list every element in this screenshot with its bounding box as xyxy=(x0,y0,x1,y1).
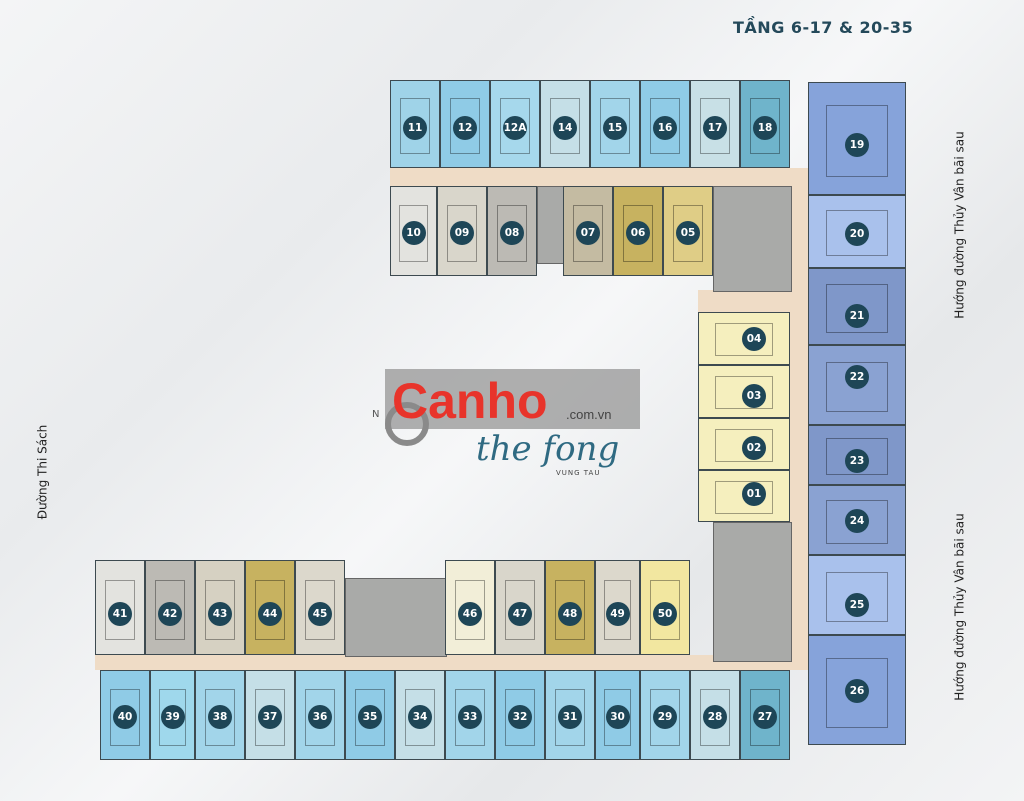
unit-number-badge: 32 xyxy=(508,705,532,729)
corridor-right xyxy=(790,168,808,670)
floor-title: TẦNG 6-17 & 20-35 xyxy=(733,18,914,37)
unit-12a[interactable] xyxy=(490,80,540,168)
watermark-domain: .com.vn xyxy=(566,407,612,422)
unit-number-badge: 03 xyxy=(742,384,766,408)
unit-number-badge: 12 xyxy=(453,116,477,140)
unit-number-badge: 41 xyxy=(108,602,132,626)
unit-number-badge: 22 xyxy=(845,365,869,389)
unit-number-badge: 43 xyxy=(208,602,232,626)
unit-number-badge: 30 xyxy=(605,705,630,729)
unit-number-badge: 09 xyxy=(450,221,474,245)
elevator-core-right xyxy=(713,522,792,662)
unit-number-badge: 01 xyxy=(742,482,766,506)
unit-number-badge: 02 xyxy=(742,436,766,460)
unit-number-badge: 26 xyxy=(845,679,869,703)
unit-number-badge: 44 xyxy=(258,602,282,626)
unit-20[interactable] xyxy=(808,195,906,268)
unit-number-badge: 12A xyxy=(503,116,527,140)
unit-28[interactable] xyxy=(690,670,740,760)
compass-icon xyxy=(385,402,429,446)
unit-number-badge: 17 xyxy=(703,116,727,140)
unit-number-badge: 24 xyxy=(845,509,869,533)
unit-number-badge: 50 xyxy=(653,602,677,626)
unit-number-badge: 06 xyxy=(626,221,650,245)
stair-core-top xyxy=(537,186,565,264)
unit-number-badge: 36 xyxy=(308,705,332,729)
unit-number-badge: 18 xyxy=(753,116,777,140)
unit-number-badge: 08 xyxy=(500,221,524,245)
unit-11[interactable] xyxy=(390,80,440,168)
unit-25[interactable] xyxy=(808,555,906,635)
unit-number-badge: 33 xyxy=(458,705,482,729)
unit-number-badge: 11 xyxy=(403,116,427,140)
road-label-thuy-van-top: Hướng đường Thủy Vân bãi sau xyxy=(952,131,967,319)
unit-number-badge: 23 xyxy=(845,449,869,473)
unit-number-badge: 48 xyxy=(558,602,582,626)
unit-number-badge: 27 xyxy=(753,705,777,729)
elevator-core-bottom xyxy=(345,578,447,657)
compass-north-label: N xyxy=(372,409,380,420)
corridor-top xyxy=(390,168,808,186)
unit-number-badge: 07 xyxy=(576,221,600,245)
elevator-core-top xyxy=(713,186,792,292)
unit-number-badge: 10 xyxy=(401,221,426,245)
unit-number-badge: 37 xyxy=(258,705,282,729)
unit-number-badge: 31 xyxy=(558,705,582,729)
project-logo-sub: VUNG TAU xyxy=(556,469,601,477)
road-label-thi-sach: Đường Thi Sách xyxy=(35,424,50,520)
unit-number-badge: 29 xyxy=(653,705,677,729)
unit-number-badge: 21 xyxy=(845,304,869,328)
unit-number-badge: 16 xyxy=(653,116,677,140)
unit-number-badge: 42 xyxy=(158,602,182,626)
unit-number-badge: 20 xyxy=(845,222,869,246)
unit-number-badge: 49 xyxy=(605,602,630,626)
road-label-thuy-van-bottom: Hướng đường Thủy Vân bãi sau xyxy=(952,513,967,701)
unit-number-badge: 45 xyxy=(308,602,332,626)
unit-number-badge: 38 xyxy=(208,705,232,729)
unit-number-badge: 40 xyxy=(113,705,137,729)
unit-number-badge: 14 xyxy=(553,116,577,140)
project-logo: the fong xyxy=(476,429,620,469)
unit-number-badge: 34 xyxy=(408,705,432,729)
unit-number-badge: 28 xyxy=(703,705,727,729)
unit-number-badge: 39 xyxy=(160,705,185,729)
unit-number-badge: 46 xyxy=(458,602,482,626)
corridor-lobby xyxy=(698,290,790,312)
unit-number-badge: 19 xyxy=(845,133,869,157)
unit-number-badge: 05 xyxy=(676,221,700,245)
corridor-bottom xyxy=(95,655,808,670)
unit-number-badge: 15 xyxy=(603,116,627,140)
watermark-brand: Canho xyxy=(392,373,548,429)
unit-number-badge: 25 xyxy=(845,593,869,617)
unit-number-badge: 35 xyxy=(358,705,382,729)
unit-number-badge: 47 xyxy=(508,602,532,626)
unit-05[interactable] xyxy=(663,186,713,276)
unit-number-badge: 04 xyxy=(742,327,766,351)
